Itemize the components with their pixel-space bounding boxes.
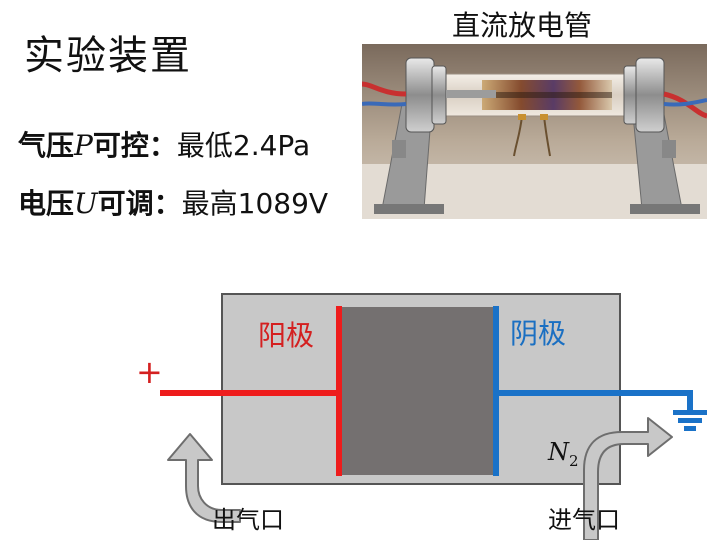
- voltage-value: 最高1089V: [181, 187, 329, 220]
- discharge-tube-photo: [362, 44, 707, 219]
- voltage-prefix: 电压: [18, 187, 75, 220]
- cathode-label: 阴极: [510, 317, 567, 350]
- photo-caption: 直流放电管: [452, 9, 593, 42]
- pressure-param: 气压P可控：最低2.4Pa: [18, 126, 310, 166]
- voltage-param: 电压U可调：最高1089V: [18, 184, 328, 224]
- anode-plate: [336, 306, 342, 476]
- voltage-var: U: [74, 187, 98, 220]
- outlet-arrow-icon: [167, 433, 241, 523]
- plus-sign: +: [136, 353, 163, 391]
- pressure-suffix: 可控：: [92, 129, 177, 162]
- ground-icon: [673, 390, 707, 431]
- voltage-suffix: 可调：: [97, 187, 182, 220]
- inlet-label: 进气口: [548, 506, 620, 534]
- cathode-plate: [493, 306, 499, 476]
- gas-sub: 2: [569, 451, 579, 470]
- gas-label: N2: [548, 436, 579, 477]
- gas-var: N: [548, 438, 569, 466]
- pressure-var: P: [74, 129, 93, 162]
- cathode-lead: [497, 390, 690, 396]
- pressure-value: 最低2.4Pa: [176, 129, 311, 162]
- page-title: 实验装置: [24, 33, 192, 79]
- pressure-prefix: 气压: [18, 129, 75, 162]
- glow-region: [342, 307, 495, 475]
- anode-label: 阳极: [258, 319, 315, 352]
- outlet-label: 出气口: [212, 506, 284, 534]
- inlet-arrow-icon: [583, 417, 673, 540]
- anode-lead: [160, 390, 338, 396]
